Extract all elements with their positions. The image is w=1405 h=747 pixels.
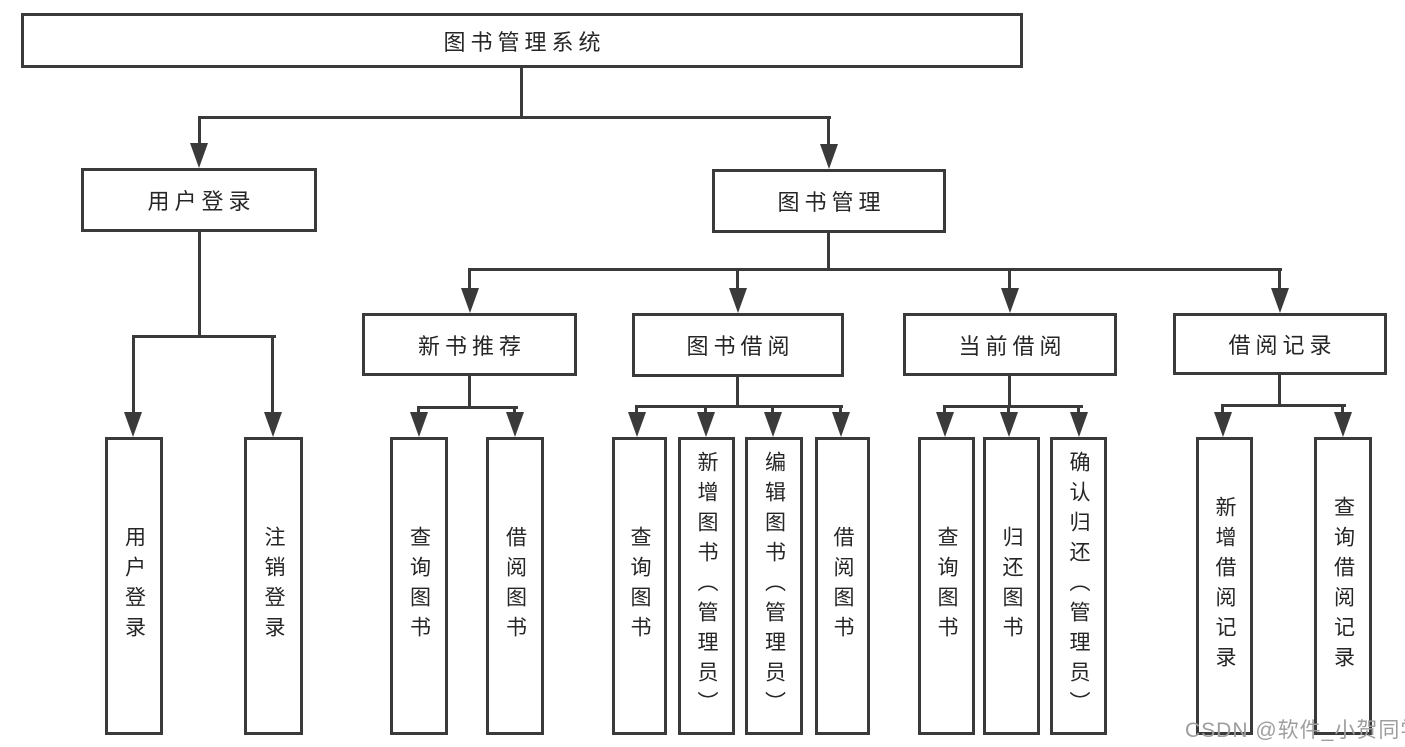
line — [1221, 404, 1346, 407]
node-bb-borrow-books: 借阅图书 — [815, 437, 870, 735]
node-bb-query-books-label: 查询图书 — [628, 526, 651, 646]
node-current-borrowing-label: 当前借阅 — [958, 333, 1067, 359]
line — [1278, 268, 1281, 290]
line — [827, 116, 830, 146]
arrowhead-down-icon — [1001, 288, 1019, 313]
node-new-book-recommend: 新书推荐 — [362, 313, 577, 376]
line — [1007, 405, 1010, 414]
arrowhead-down-icon — [764, 412, 782, 437]
node-borrowing-records-label: 借阅记录 — [1228, 333, 1337, 358]
node-logout-leaf: 注销登录 — [244, 437, 303, 735]
node-book-borrowing: 图书借阅 — [632, 313, 844, 377]
line — [771, 405, 774, 414]
line — [468, 376, 471, 409]
arrowhead-down-icon — [832, 412, 850, 437]
line — [1008, 376, 1011, 407]
line — [271, 335, 274, 413]
node-logout-leaf-label: 注销登录 — [262, 526, 285, 646]
node-bb-borrow-books-label: 借阅图书 — [831, 526, 854, 646]
line — [839, 405, 842, 414]
line — [468, 268, 1282, 271]
line — [943, 405, 1083, 408]
node-user-login: 用户登录 — [81, 168, 317, 232]
node-user-login-leaf: 用户登录 — [105, 437, 163, 735]
line — [736, 377, 739, 408]
arrowhead-down-icon — [697, 412, 715, 437]
arrowhead-down-icon — [1000, 412, 1018, 437]
arrowhead-down-icon — [124, 412, 142, 437]
line — [1221, 404, 1224, 414]
line — [1341, 404, 1344, 414]
arrowhead-down-icon — [461, 288, 479, 313]
node-nb-borrow-books-label: 借阅图书 — [503, 526, 527, 646]
line — [1278, 375, 1281, 407]
line — [132, 335, 135, 413]
node-book-management-label: 图书管理 — [777, 190, 886, 215]
node-root: 图书管理系统 — [21, 13, 1023, 68]
node-cb-return-books: 归还图书 — [983, 437, 1040, 735]
arrowhead-down-icon — [628, 412, 646, 437]
line — [520, 68, 523, 118]
line — [704, 405, 707, 414]
line — [1008, 268, 1011, 290]
line — [417, 406, 420, 414]
line — [132, 335, 276, 338]
line — [827, 233, 830, 271]
node-nb-borrow-books: 借阅图书 — [486, 437, 544, 735]
node-current-borrowing: 当前借阅 — [903, 313, 1117, 376]
node-root-label: 图书管理系统 — [443, 29, 606, 55]
line — [198, 232, 201, 338]
node-br-add-record-label: 新增借阅记录 — [1213, 496, 1236, 676]
arrowhead-down-icon — [936, 412, 954, 437]
watermark-text: CSDN @软件_小贺同学 — [1185, 719, 1405, 742]
node-cb-return-books-label: 归还图书 — [1000, 526, 1023, 646]
node-book-management: 图书管理 — [712, 169, 946, 233]
line — [635, 405, 843, 408]
arrowhead-down-icon — [506, 412, 524, 437]
arrowhead-down-icon — [1070, 412, 1088, 437]
node-user-login-label: 用户登录 — [147, 189, 256, 214]
node-cb-query-books-label: 查询图书 — [935, 526, 958, 646]
node-nb-query-books-label: 查询图书 — [407, 526, 431, 646]
node-bb-add-books-admin: 新增图书（管理员） — [678, 437, 735, 735]
node-br-add-record: 新增借阅记录 — [1196, 437, 1253, 735]
line — [736, 268, 739, 290]
node-user-login-leaf-label: 用户登录 — [122, 526, 146, 646]
line — [1077, 405, 1080, 414]
arrowhead-down-icon — [729, 288, 747, 313]
node-bb-edit-books-admin-label: 编辑图书（管理员） — [762, 451, 786, 721]
line — [943, 405, 946, 414]
node-bb-edit-books-admin: 编辑图书（管理员） — [745, 437, 803, 735]
node-bb-add-books-admin-label: 新增图书（管理员） — [695, 451, 718, 721]
node-book-borrowing-label: 图书借阅 — [686, 334, 795, 359]
arrowhead-down-icon — [264, 412, 282, 437]
node-bb-query-books: 查询图书 — [612, 437, 667, 735]
node-new-book-recommend-label: 新书推荐 — [417, 333, 526, 359]
node-br-query-record: 查询借阅记录 — [1314, 437, 1372, 735]
node-br-query-record-label: 查询借阅记录 — [1331, 496, 1355, 676]
arrowhead-down-icon — [410, 412, 428, 437]
node-nb-query-books: 查询图书 — [390, 437, 448, 735]
line — [198, 116, 831, 119]
arrowhead-down-icon — [1334, 412, 1352, 437]
line — [468, 268, 471, 290]
node-borrowing-records: 借阅记录 — [1173, 313, 1387, 375]
node-cb-confirm-return-admin-label: 确认归还（管理员） — [1067, 451, 1090, 721]
arrowhead-down-icon — [1271, 288, 1289, 313]
line — [513, 406, 516, 414]
arrowhead-down-icon — [1214, 412, 1232, 437]
line — [417, 406, 518, 409]
line — [198, 116, 201, 146]
node-cb-confirm-return-admin: 确认归还（管理员） — [1050, 437, 1107, 735]
arrowhead-down-icon — [820, 144, 838, 169]
line — [635, 405, 638, 414]
node-cb-query-books: 查询图书 — [918, 437, 975, 735]
arrowhead-down-icon — [190, 143, 208, 168]
